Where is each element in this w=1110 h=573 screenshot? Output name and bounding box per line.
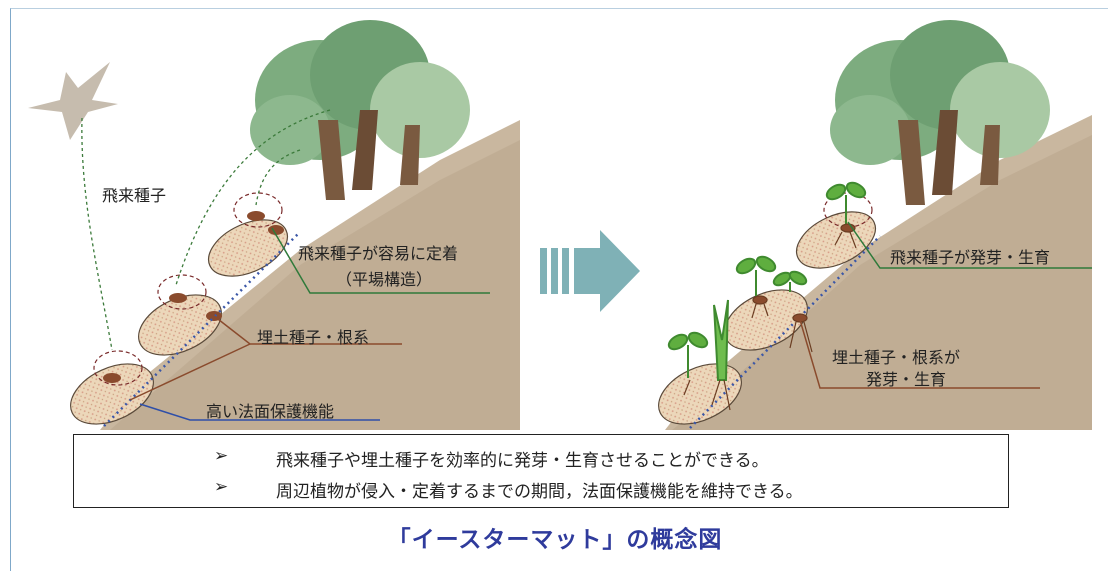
left-mats	[70, 192, 301, 427]
callout-line-green-right	[847, 221, 1092, 269]
label-flat-structure: （平場構造）	[336, 270, 433, 289]
label-germinate: 飛来種子が発芽・生育	[890, 248, 1051, 267]
left-slope-shadow	[110, 140, 520, 430]
right-trees	[830, 20, 1050, 205]
seedlings	[667, 181, 867, 381]
right-scene	[658, 20, 1092, 430]
label-buried-germinate-1: 埋土種子・根系が	[832, 348, 961, 367]
left-scene	[28, 20, 520, 430]
label-easy-settle: 飛来種子が容易に定着	[298, 244, 459, 263]
diagram-frame	[10, 8, 1108, 571]
summary-box: ➢ 飛来種子や埋土種子を効率的に発芽・生育させることができる。 ➢ 周辺植物が侵…	[73, 434, 1009, 508]
seed-paths	[81, 109, 331, 351]
callout-line-blue	[139, 403, 380, 421]
callout-line-green	[271, 227, 490, 294]
summary-point-text: 飛来種子や埋土種子を効率的に発芽・生育させることができる。	[276, 451, 769, 471]
label-buried-seeds: 埋土種子・根系	[257, 328, 370, 347]
right-mats	[658, 192, 881, 429]
diagram-caption: 「イースターマット」の概念図	[387, 527, 723, 553]
bird-icon	[28, 62, 118, 140]
callout-line-brown-right	[799, 319, 1040, 389]
label-protection: 高い法面保護機能	[206, 402, 335, 421]
label-buried-germinate-2: 発芽・生育	[866, 370, 947, 389]
left-trees	[250, 20, 470, 200]
label-flying-seeds: 飛来種子	[102, 186, 167, 205]
bullet-arrow-icon: ➢	[214, 477, 229, 497]
bullet-arrow-icon: ➢	[214, 446, 229, 466]
summary-point-text: 周辺植物が侵入・定着するまでの期間，法面保護機能を維持できる。	[276, 482, 803, 502]
transition-arrow	[540, 230, 640, 312]
callout-line-brown-2	[129, 343, 251, 401]
